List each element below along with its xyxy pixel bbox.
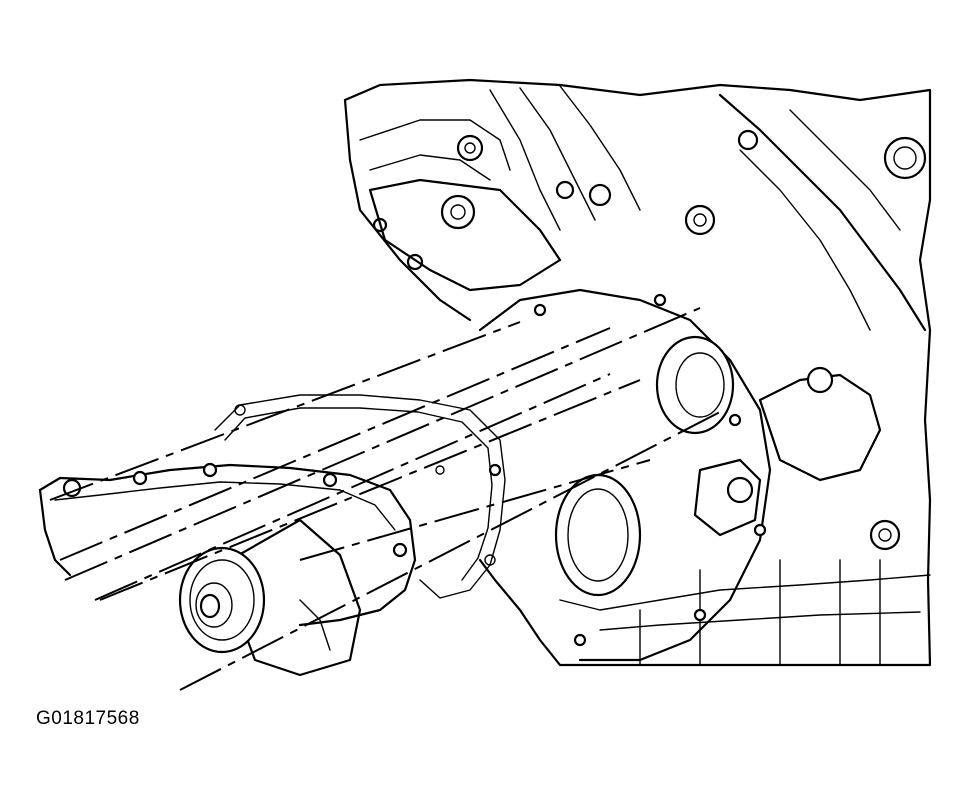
water-pump-pulley (178, 518, 362, 677)
front-cover (38, 462, 417, 627)
figure-id-label: G01817568 (36, 708, 140, 729)
engine-block (343, 78, 932, 667)
engine-front-cover-exploded-diagram (38, 78, 932, 691)
alignment-guide-lines (49, 307, 721, 691)
